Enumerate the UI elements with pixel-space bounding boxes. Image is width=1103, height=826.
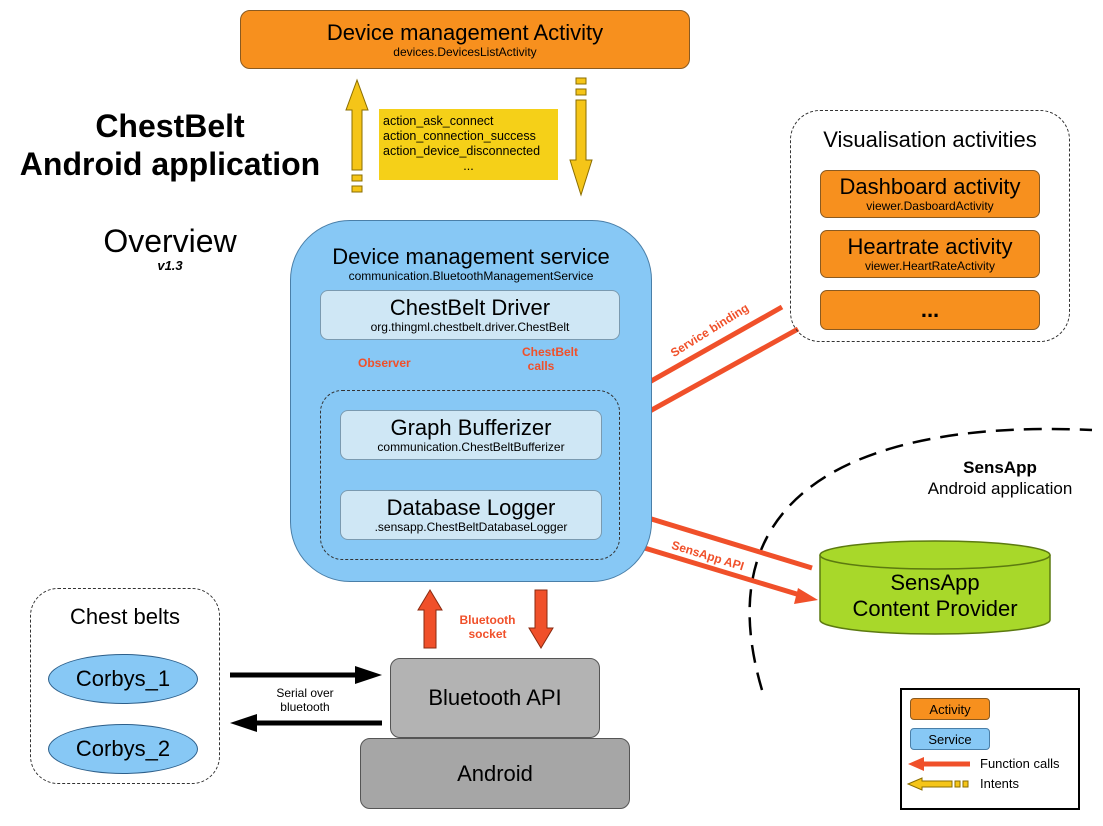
corbys-2: Corbys_2 bbox=[48, 724, 198, 774]
bluetooth-socket-label: Bluetooth socket bbox=[445, 613, 530, 641]
content-provider-cylinder bbox=[819, 540, 1051, 635]
device-management-activity: Device management Activity devices.Devic… bbox=[240, 10, 690, 69]
legend-function-arrow bbox=[908, 757, 970, 771]
more-activities-text: ... bbox=[920, 297, 940, 322]
legend-function-calls: Function calls bbox=[980, 756, 1060, 771]
chest-belts-group bbox=[30, 588, 220, 784]
bluetooth-socket-line1: Bluetooth bbox=[459, 613, 516, 627]
content-provider-line1: SensApp bbox=[890, 570, 980, 595]
device-management-activity-title: Device management Activity bbox=[326, 19, 604, 45]
sensapp-boundary bbox=[748, 427, 1093, 691]
legend-service: Service bbox=[910, 728, 990, 750]
heartrate-activity-class: viewer.HeartRateActivity bbox=[864, 259, 996, 273]
service-title: Device management service bbox=[332, 244, 610, 269]
observer-label: Observer bbox=[358, 356, 411, 370]
database-logger: Database Logger .sensapp.ChestBeltDataba… bbox=[340, 490, 602, 540]
heartrate-activity: Heartrate activity viewer.HeartRateActiv… bbox=[820, 230, 1040, 278]
bluetooth-socket-line2: socket bbox=[468, 627, 507, 641]
device-management-activity-class: devices.DevicesListActivity bbox=[393, 44, 537, 59]
chestbelt-calls-line2: calls bbox=[527, 359, 555, 373]
chestbelt-calls-line1: ChestBelt bbox=[521, 345, 578, 359]
legend-intents: Intents bbox=[980, 776, 1020, 791]
overview-text: Overview bbox=[103, 222, 237, 259]
chestbelt-calls-label: ChestBelt calls bbox=[515, 345, 585, 373]
intent-item: action_ask_connect bbox=[383, 114, 494, 128]
dashboard-activity: Dashboard activity viewer.DasboardActivi… bbox=[820, 170, 1040, 218]
app-title-line1: ChestBelt bbox=[95, 108, 245, 144]
more-activities: ... bbox=[820, 290, 1040, 330]
graph-bufferizer: Graph Bufferizer communication.ChestBelt… bbox=[340, 410, 602, 460]
corbys-1: Corbys_1 bbox=[48, 654, 198, 704]
intents-note: action_ask_connect action_connection_suc… bbox=[379, 109, 558, 180]
serial-label: Serial over bluetooth bbox=[250, 686, 360, 714]
chestbelt-driver-class: org.thingml.chestbelt.driver.ChestBelt bbox=[370, 320, 570, 334]
graph-bufferizer-class: communication.ChestBeltBufferizer bbox=[377, 440, 565, 454]
sensapp-app-name: SensApp bbox=[963, 458, 1037, 477]
visualisation-title: Visualisation activities bbox=[823, 127, 1037, 152]
serial-line2: bluetooth bbox=[280, 700, 330, 714]
intent-item: ... bbox=[463, 159, 474, 173]
legend-intent-arrow bbox=[906, 777, 969, 791]
database-logger-class: .sensapp.ChestBeltDatabaseLogger bbox=[374, 520, 568, 534]
chestbelt-driver-title: ChestBelt Driver bbox=[389, 295, 551, 320]
visualisation-group bbox=[790, 110, 1070, 342]
intent-item: action_connection_success bbox=[383, 129, 536, 143]
app-title: ChestBelt Android application bbox=[10, 105, 330, 185]
heartrate-activity-title: Heartrate activity bbox=[847, 234, 1013, 259]
bluetooth-api: Bluetooth API bbox=[390, 658, 600, 738]
overview-label: Overview v1.3 bbox=[80, 218, 260, 278]
legend-activity: Activity bbox=[910, 698, 990, 720]
dashboard-activity-class: viewer.DasboardActivity bbox=[866, 199, 994, 213]
bluetooth-up-arrow bbox=[417, 589, 443, 649]
database-logger-title: Database Logger bbox=[386, 495, 556, 520]
version-text: v1.3 bbox=[157, 257, 183, 273]
dashboard-activity-title: Dashboard activity bbox=[839, 174, 1021, 199]
graph-bufferizer-title: Graph Bufferizer bbox=[390, 415, 552, 440]
intent-item: action_device_disconnected bbox=[383, 144, 541, 158]
legend bbox=[900, 688, 1080, 810]
inner-dashed-group bbox=[320, 390, 620, 560]
sensapp-app-label: SensApp Android application bbox=[905, 456, 1095, 500]
service-header: Device management service communication.… bbox=[290, 244, 652, 284]
serial-arrows bbox=[230, 666, 382, 732]
intent-arrow-down bbox=[569, 77, 593, 197]
android-platform: Android bbox=[360, 738, 630, 809]
service-class: communication.BluetoothManagementService bbox=[348, 269, 594, 283]
chest-belts-title: Chest belts bbox=[69, 604, 181, 629]
bluetooth-down-arrow bbox=[528, 589, 554, 649]
content-provider: SensApp Content Provider bbox=[820, 568, 1050, 624]
chestbelt-driver: ChestBelt Driver org.thingml.chestbelt.d… bbox=[320, 290, 620, 340]
sensapp-app-subtitle: Android application bbox=[927, 479, 1073, 498]
content-provider-line2: Content Provider bbox=[852, 596, 1018, 621]
app-title-line2: Android application bbox=[19, 146, 321, 182]
intent-arrow-up bbox=[345, 78, 369, 193]
serial-line1: Serial over bbox=[276, 686, 334, 700]
